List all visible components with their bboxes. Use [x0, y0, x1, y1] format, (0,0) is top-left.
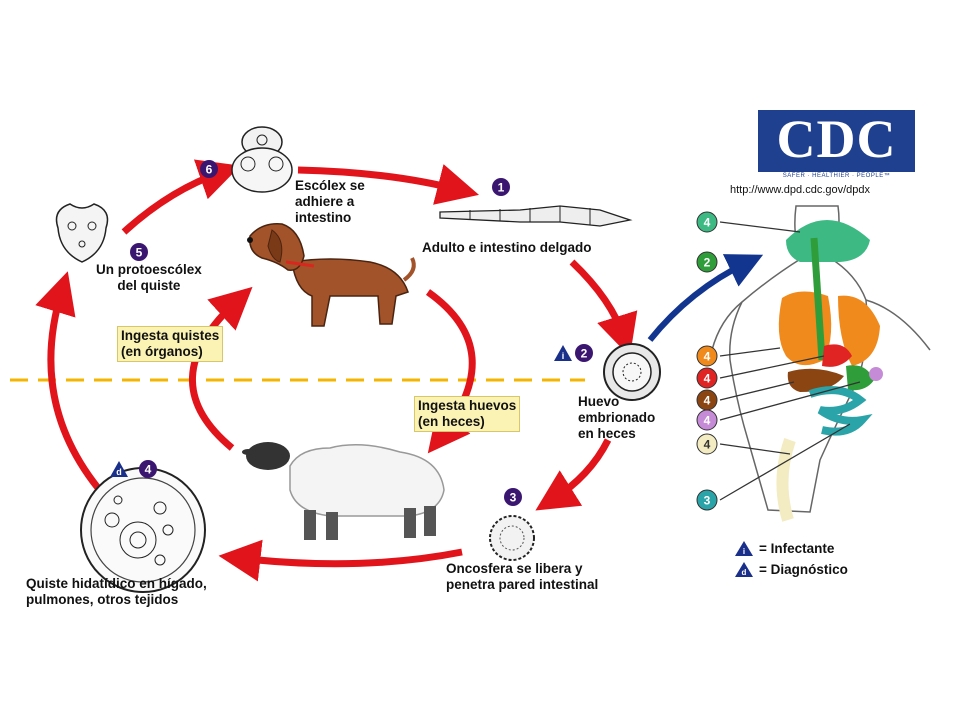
cdc-logo-text: CDC	[776, 110, 897, 169]
ingest-eggs-line2: (en heces)	[418, 414, 485, 429]
dog-illustration	[247, 223, 416, 327]
stage-2-label-line2: embrionado	[578, 410, 656, 425]
cdc-logo: CDC	[758, 110, 915, 172]
hydatid-cyst-illustration	[80, 467, 206, 593]
body-leader-lines	[719, 221, 861, 501]
ingest-eggs-box: Ingesta huevos (en heces)	[414, 396, 521, 432]
adult-worm-illustration	[439, 205, 633, 227]
human-body-illustration	[711, 205, 931, 522]
arrow-2-to-3	[535, 438, 612, 511]
stage-3-label-line1: Oncosfera se libera y	[446, 561, 583, 576]
arrow-sheep-to-dog	[188, 286, 253, 451]
cdc-tagline: SAFER · HEALTHIER · PEOPLE™	[782, 173, 891, 179]
ingest-eggs-line1: Ingesta huevos	[418, 398, 517, 413]
stage-6-label-line1: Escólex se	[295, 178, 365, 193]
scolex-illustration	[231, 126, 293, 193]
stage-2-label: Huevo embrionado en heces	[578, 394, 655, 442]
stage-6-label-line2: adhiere a	[295, 194, 355, 209]
stage-2-label-line1: Huevo	[578, 394, 620, 409]
stage-5-label: Un protoescólex del quiste	[96, 262, 202, 294]
arrow-5-to-6	[121, 159, 241, 235]
stage-6-label-line3: intestino	[295, 210, 352, 225]
legend-infective-text: = Infectante	[759, 541, 835, 556]
protoscolex-illustration	[55, 203, 109, 263]
stage-3-label: Oncosfera se libera y penetra pared inte…	[446, 561, 598, 593]
arrow-to-human	[647, 254, 764, 342]
stage-3-label-line2: penetra pared intestinal	[446, 577, 599, 592]
stage-4-label-line1: Quiste hidatídico en hígado,	[26, 576, 207, 591]
stage-4-label-line2: pulmones, otros tejidos	[26, 592, 179, 607]
stage-5-label-line1: Un protoescólex	[96, 262, 202, 277]
embryonated-egg-illustration	[603, 343, 661, 401]
arrow-6-to-1	[297, 164, 479, 205]
arrow-3-to-4	[218, 539, 463, 582]
stage-5-label-line2: del quiste	[117, 278, 181, 293]
ingest-cysts-line2: (en órganos)	[121, 344, 203, 359]
cdc-url: http://www.dpd.cdc.gov/dpdx	[730, 184, 871, 196]
stage-2-label-line3: en heces	[578, 426, 636, 441]
oncosphere-illustration	[489, 515, 535, 561]
stage-1-label: Adulto e intestino delgado	[422, 240, 592, 255]
stage-6-label: Escólex se adhiere a intestino	[295, 178, 365, 226]
ingest-cysts-line1: Ingesta quistes	[121, 328, 220, 343]
arrow-1-to-2	[569, 259, 638, 357]
ingest-cysts-box: Ingesta quistes (en órganos)	[117, 326, 224, 362]
legend-diagnostic-text: = Diagnóstico	[759, 562, 848, 577]
sheep-illustration	[242, 442, 445, 540]
stage-4-label: Quiste hidatídico en hígado, pulmones, o…	[26, 576, 207, 608]
arrow-4-to-5	[35, 271, 101, 491]
